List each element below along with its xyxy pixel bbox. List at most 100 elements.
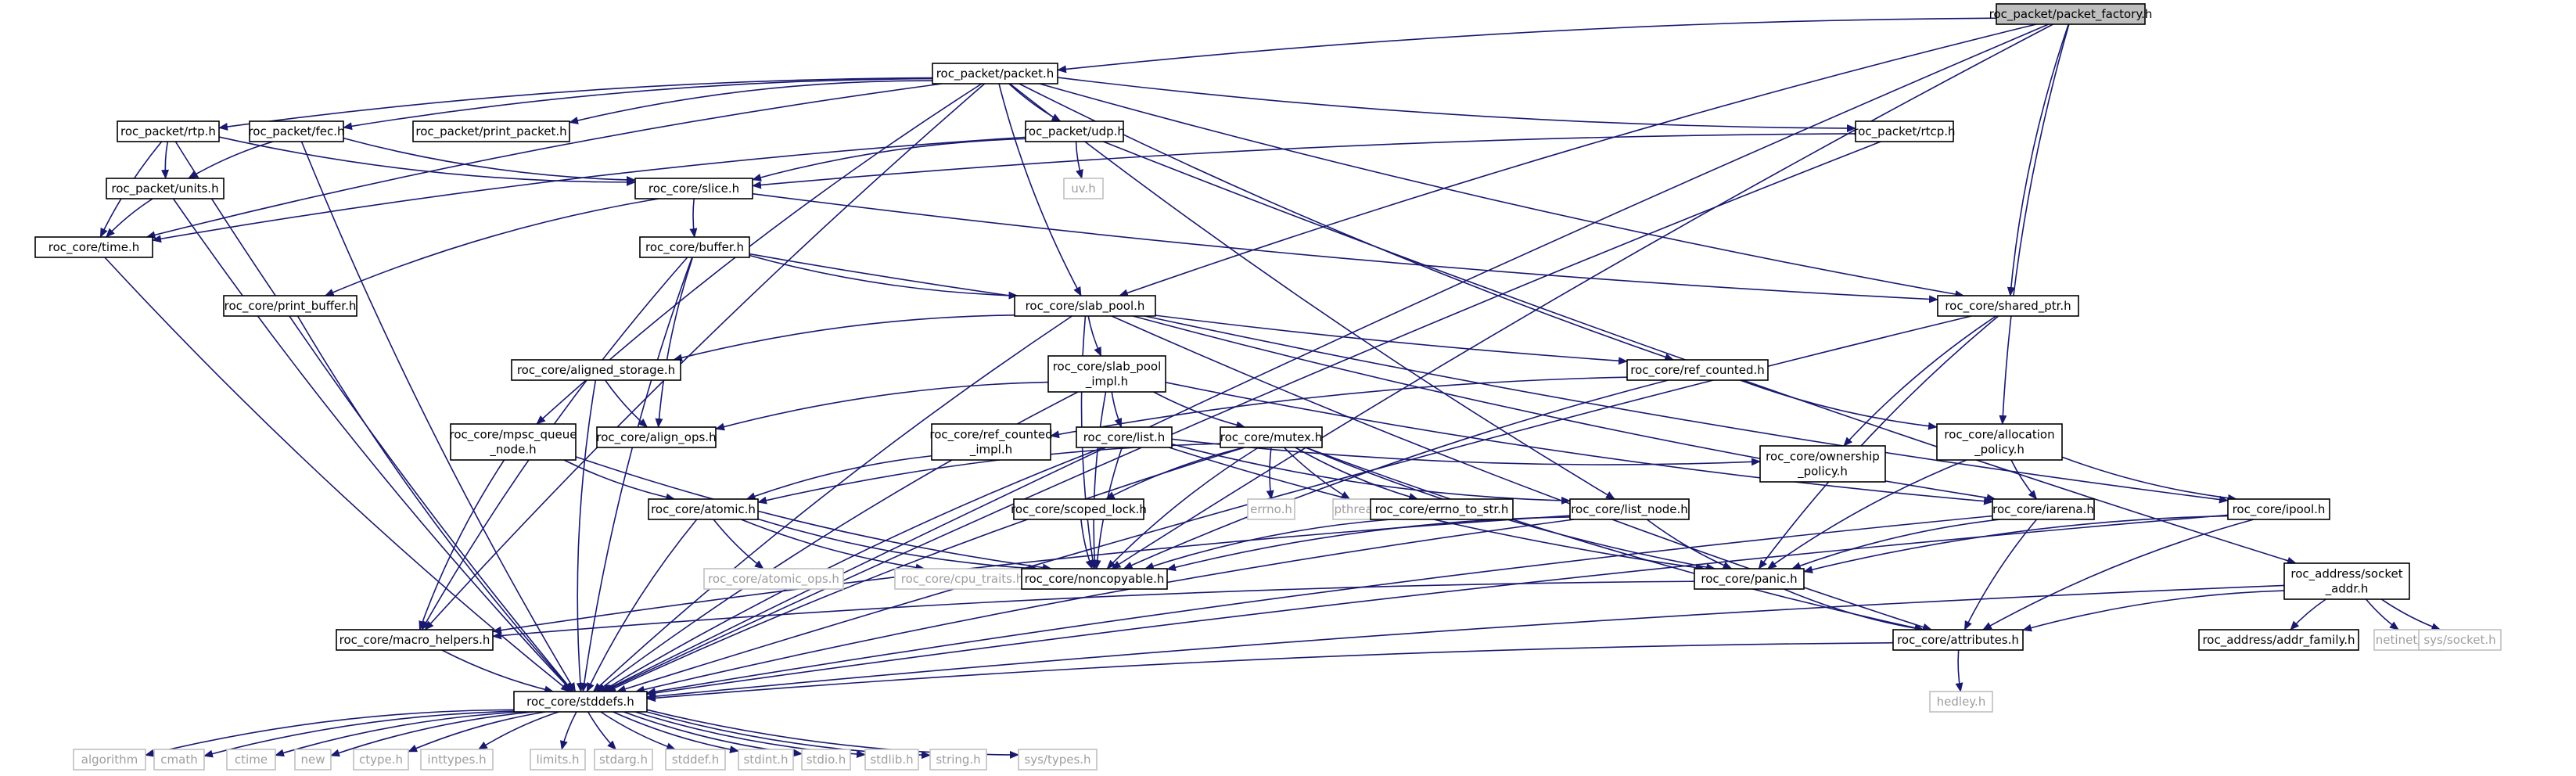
node-print_buffer[interactable]: roc_core/print_buffer.h xyxy=(223,295,357,317)
node-scoped_lock[interactable]: roc_core/scoped_lock.h xyxy=(1011,498,1147,520)
edge-stddefs-to-algorithm xyxy=(145,709,515,757)
node-box xyxy=(1021,568,1168,590)
node-box xyxy=(1014,295,1156,317)
node-box xyxy=(412,120,570,142)
node-label: roc_core/cpu_traits.h xyxy=(901,572,1023,587)
edge-units-to-stddefs xyxy=(172,198,573,692)
node-label: ctime xyxy=(235,753,268,767)
edge-packet_factory-to-noncopyable xyxy=(1111,23,2053,569)
node-stddefs[interactable]: roc_core/stddefs.h xyxy=(513,691,648,713)
node-label: stddef.h xyxy=(672,753,719,767)
edge-stddefs-to-cmath xyxy=(203,710,515,758)
edge-packet-to-list_node xyxy=(1009,83,1615,500)
node-ref_counted[interactable]: roc_core/ref_counted.h xyxy=(1626,359,1769,381)
node-units[interactable]: roc_packet/units.h xyxy=(106,178,225,199)
edge-slab_pool_impl-to-noncopyable xyxy=(1090,391,1107,569)
node-aligned_storage[interactable]: roc_core/aligned_storage.h xyxy=(511,359,681,381)
node-box xyxy=(1047,355,1166,393)
node-label: _addr.h xyxy=(2325,582,2369,597)
file-nodes: roc_packet/packet_factory.h roc_packet/pa… xyxy=(34,3,2502,771)
node-label: roc_core/shared_ptr.h xyxy=(1945,299,2071,314)
edge-packet-to-print_packet xyxy=(569,80,933,124)
node-allocation_policy[interactable]: roc_core/allocation_policy.h xyxy=(1936,423,2063,461)
node-slab_pool[interactable]: roc_core/slab_pool.h xyxy=(1014,295,1156,317)
edge-atomic-to-atomic_ops xyxy=(713,519,764,569)
edge-packet-to-time xyxy=(146,83,943,239)
node-attributes[interactable]: roc_core/attributes.h xyxy=(1892,629,2024,651)
node-label: roc_core/iarena.h xyxy=(1992,502,2094,517)
node-atomic[interactable]: roc_core/atomic.h xyxy=(648,498,759,520)
node-shared_ptr[interactable]: roc_core/shared_ptr.h xyxy=(1937,295,2079,317)
node-addr_family[interactable]: roc_address/addr_family.h xyxy=(2198,629,2359,651)
node-list[interactable]: roc_core/list.h xyxy=(1076,426,1173,448)
node-label: roc_core/aligned_storage.h xyxy=(517,363,675,378)
node-packet_factory[interactable]: roc_packet/packet_factory.h xyxy=(1989,3,2153,25)
node-macro_helpers[interactable]: roc_core/macro_helpers.h xyxy=(336,629,494,651)
node-box xyxy=(226,749,276,771)
node-box xyxy=(703,568,844,590)
node-ref_counted_impl[interactable]: roc_core/ref_counted_impl.h xyxy=(929,423,1053,461)
node-packet[interactable]: roc_packet/packet.h xyxy=(932,63,1058,84)
node-label: roc_core/atomic.h xyxy=(651,502,756,517)
node-limits: limits.h xyxy=(530,749,586,771)
node-slice[interactable]: roc_core/slice.h xyxy=(634,178,753,199)
node-box xyxy=(864,749,919,771)
node-fec[interactable]: roc_packet/fec.h xyxy=(248,120,345,142)
edge-atomic-to-cpu_traits xyxy=(741,519,925,572)
node-label: roc_core/ipool.h xyxy=(2233,502,2326,517)
node-ownership_policy[interactable]: roc_core/ownership_policy.h xyxy=(1759,445,1886,483)
edge-slice-to-shared_ptr xyxy=(752,192,1938,304)
edge-slab_pool_impl-to-iarena xyxy=(1165,382,1993,505)
edge-slice-to-buffer xyxy=(689,198,698,238)
node-errno_to_str[interactable]: roc_core/errno_to_str.h xyxy=(1370,498,1514,520)
edge-mutex-to-scoped_lock xyxy=(1105,447,1245,500)
edge-ipool-to-stddefs xyxy=(646,514,2229,697)
edge-list_node-to-stddefs xyxy=(634,519,1575,694)
node-panic[interactable]: roc_core/panic.h xyxy=(1694,568,1805,590)
node-align_ops[interactable]: roc_core/align_ops.h xyxy=(596,426,717,448)
node-iarena[interactable]: roc_core/iarena.h xyxy=(1992,498,2095,520)
node-buffer[interactable]: roc_core/buffer.h xyxy=(639,236,750,258)
node-box xyxy=(1759,445,1886,483)
edge-print_buffer-to-stddefs xyxy=(296,315,574,692)
node-print_packet[interactable]: roc_packet/print_packet.h xyxy=(412,120,570,142)
edge-list-to-stddefs xyxy=(600,447,1104,692)
node-label: roc_core/errno_to_str.h xyxy=(1375,502,1509,517)
node-list_node[interactable]: roc_core/list_node.h xyxy=(1569,498,1690,520)
node-label: _impl.h xyxy=(969,443,1012,458)
node-socket_addr[interactable]: roc_address/socket_addr.h xyxy=(2283,562,2410,600)
node-noncopyable[interactable]: roc_core/noncopyable.h xyxy=(1021,568,1168,590)
edge-rtp-to-units xyxy=(161,141,169,179)
node-box xyxy=(73,749,146,771)
edge-ref_counted_impl-to-atomic xyxy=(745,454,932,500)
node-udp[interactable]: roc_packet/udp.h xyxy=(1024,120,1125,142)
node-label: _impl.h xyxy=(1085,375,1128,390)
node-box xyxy=(1892,629,2024,651)
edge-macro_helpers-to-stddefs xyxy=(441,649,555,694)
node-slab_pool_impl[interactable]: roc_core/slab_pool_impl.h xyxy=(1047,355,1166,393)
node-mpsc_queue_node[interactable]: roc_core/mpsc_queue_node.h xyxy=(450,423,577,461)
edge-mutex-to-pthread xyxy=(1283,447,1351,500)
edge-mutex-to-errno xyxy=(1266,447,1274,500)
node-time[interactable]: roc_core/time.h xyxy=(34,236,153,258)
edge-packet_factory-to-packet xyxy=(1057,17,1997,74)
node-label: roc_packet/udp.h xyxy=(1024,124,1125,139)
edge-mutex-to-errno_to_str xyxy=(1295,447,1419,501)
edge-buffer-to-slab_pool xyxy=(749,254,1019,300)
node-ipool[interactable]: roc_core/ipool.h xyxy=(2227,498,2330,520)
edge-udp-to-time xyxy=(152,136,1026,243)
edge-stddefs-to-stdint xyxy=(613,711,739,753)
edge-stddefs-to-stdarg xyxy=(587,711,617,750)
edge-slab_pool_impl-to-list xyxy=(1111,391,1123,428)
node-box xyxy=(1855,120,1954,142)
edge-slice-to-print_buffer xyxy=(324,198,659,296)
node-box xyxy=(1025,120,1124,142)
node-box xyxy=(596,426,717,448)
node-box xyxy=(1936,423,2063,461)
edge-packet_factory-to-allocation_policy xyxy=(1999,23,2070,425)
node-label: roc_core/attributes.h xyxy=(1897,633,2019,648)
node-mutex[interactable]: roc_core/mutex.h xyxy=(1220,426,1323,448)
node-sys_types: sys/types.h xyxy=(1018,749,1098,771)
node-rtcp[interactable]: roc_packet/rtcp.h xyxy=(1853,120,1956,142)
node-rtp[interactable]: roc_packet/rtp.h xyxy=(117,120,220,142)
